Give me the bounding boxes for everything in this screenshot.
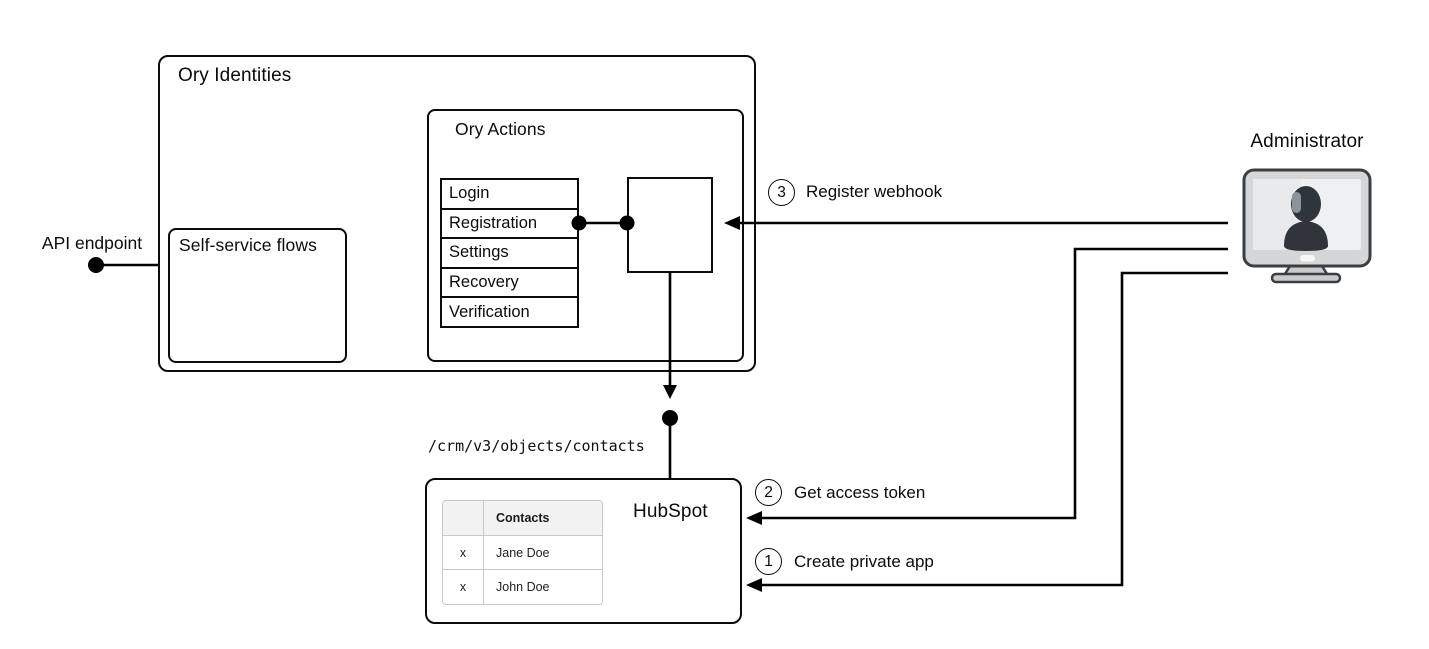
monitor-stand-neck bbox=[1281, 264, 1331, 279]
self-service-flows-box bbox=[168, 228, 347, 363]
flow-list-item-registration: Registration bbox=[442, 210, 577, 240]
silhouette-highlight bbox=[1292, 192, 1301, 213]
left-arrowhead bbox=[746, 578, 762, 592]
flow-list-item-recovery: Recovery bbox=[442, 269, 577, 299]
monitor-frame bbox=[1242, 168, 1372, 268]
ory-identities-title: Ory Identities bbox=[178, 65, 292, 86]
monitor-user-icon bbox=[1242, 168, 1372, 284]
monitor-screen bbox=[1253, 179, 1361, 250]
contact-name-cell: John Doe bbox=[496, 580, 550, 595]
contact-row: x John Doe bbox=[443, 570, 602, 604]
contact-name-cell: Jane Doe bbox=[496, 545, 550, 560]
contact-row: x Jane Doe bbox=[443, 535, 602, 571]
contact-checkbox-cell: x bbox=[443, 535, 484, 570]
hubspot-title: HubSpot bbox=[633, 501, 708, 522]
contact-checkbox-cell: x bbox=[443, 570, 484, 604]
step-3-label: Register webhook bbox=[806, 182, 943, 201]
contacts-header-empty-cell bbox=[443, 501, 484, 535]
step-1-label: Create private app bbox=[794, 552, 934, 571]
user-silhouette-shoulders bbox=[1284, 221, 1328, 251]
step-2-label: Get access token bbox=[794, 483, 926, 502]
monitor-button bbox=[1300, 255, 1315, 262]
self-service-flows-label: Self-service flows bbox=[179, 235, 317, 255]
monitor-stand-base bbox=[1270, 272, 1342, 284]
flow-list-item-settings: Settings bbox=[442, 239, 577, 269]
ory-actions-title: Ory Actions bbox=[455, 119, 546, 139]
crm-path-label: /crm/v3/objects/contacts bbox=[428, 437, 645, 455]
contacts-table: Contacts x Jane Doe x John Doe bbox=[442, 500, 603, 605]
flow-list-item-login: Login bbox=[442, 180, 577, 210]
webhook-action-box bbox=[627, 177, 713, 273]
api-endpoint-label: API endpoint bbox=[41, 233, 143, 253]
down-arrowhead bbox=[663, 385, 677, 399]
left-arrowhead bbox=[746, 511, 762, 525]
contacts-header-cell: Contacts bbox=[496, 510, 550, 525]
create-private-app-arrow-line bbox=[760, 271, 1228, 587]
user-silhouette-head bbox=[1291, 186, 1321, 222]
flow-list-item-verification: Verification bbox=[449, 302, 530, 321]
step-3-badge: 3 bbox=[768, 179, 795, 206]
administrator-label: Administrator bbox=[1250, 131, 1364, 152]
flow-list: Login Registration Settings Recovery Ver… bbox=[440, 178, 579, 328]
monitor-screen-shade bbox=[1253, 179, 1301, 250]
connector-dot bbox=[88, 257, 104, 273]
get-access-token-arrow-line bbox=[760, 247, 1228, 520]
contacts-table-header-row: Contacts bbox=[443, 501, 602, 536]
step-2-badge: 2 bbox=[755, 479, 782, 506]
step-1-badge: 1 bbox=[755, 548, 782, 575]
connector-dot bbox=[662, 410, 678, 426]
